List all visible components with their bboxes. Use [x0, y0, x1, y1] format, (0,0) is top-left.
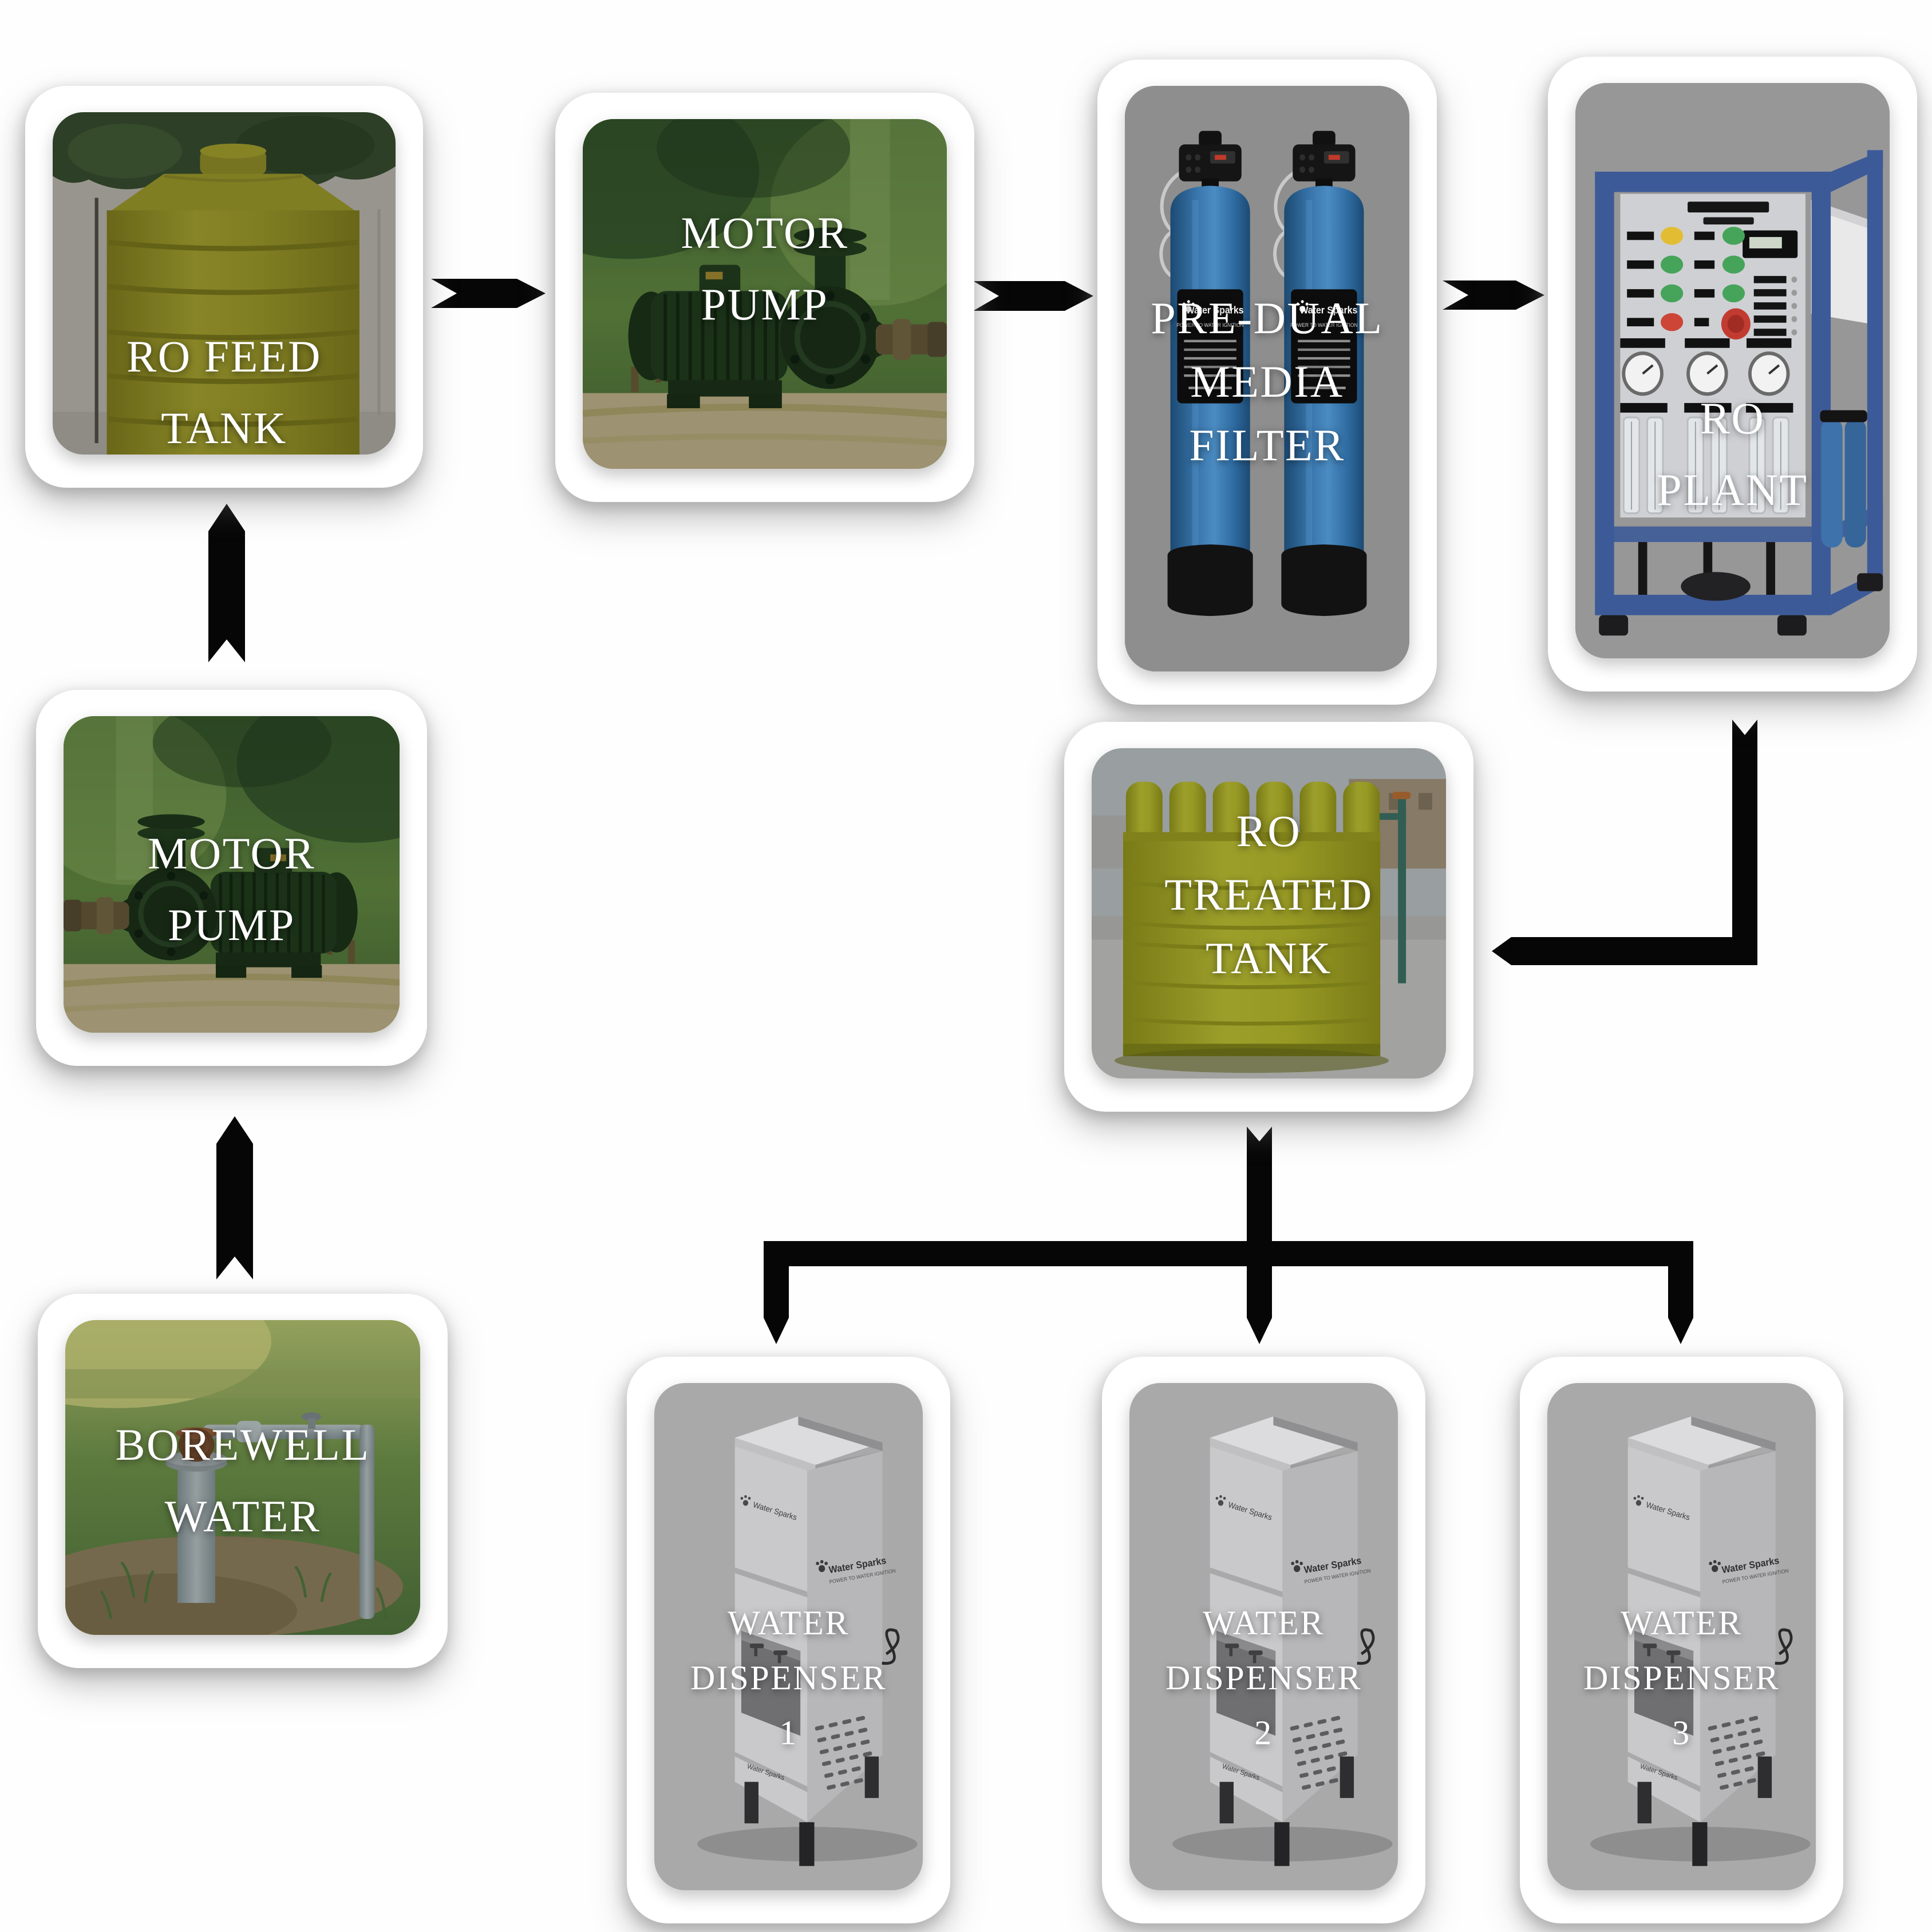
motor-pump-upper-photo: [583, 119, 947, 469]
borewell-water-photo: [65, 1320, 420, 1635]
node-ro-treated-tank: RO TREATED TANK: [1064, 722, 1473, 1112]
water-dispenser-2-photo: [1129, 1383, 1398, 1890]
water-dispenser-3-photo: [1547, 1383, 1816, 1890]
arrow-motor-pump-to-feed-tank-up: [208, 504, 245, 662]
node-water-dispenser-2: WATER DISPENSER 2: [1102, 1357, 1425, 1923]
node-borewell-water: BOREWELL WATER: [38, 1294, 448, 1668]
arrow-pre-dual-filter-to-ro-plant: [1443, 280, 1544, 310]
arrow-feed-tank-to-motor-pump: [431, 279, 546, 308]
arrow-split-to-dispenser-1: [764, 1266, 789, 1344]
node-motor-pump-lower: MOTOR PUMP: [36, 690, 427, 1066]
ro-plant-photo: [1575, 83, 1890, 658]
node-motor-pump-upper: MOTOR PUMP: [555, 93, 974, 502]
motor-pump-lower-photo: [64, 716, 400, 1033]
arrow-ro-plant-to-treated-tank-elbow: [1492, 720, 1757, 965]
ro-feed-tank-photo: [53, 112, 396, 455]
node-pre-dual-media-filter: PRE-DUAL MEDIA FILTER: [1097, 60, 1437, 705]
node-water-dispenser-3: WATER DISPENSER 3: [1520, 1357, 1843, 1923]
arrow-split-bar: [764, 1241, 1693, 1266]
arrow-split-to-dispenser-3: [1668, 1266, 1693, 1344]
node-ro-plant: RO PLANT: [1548, 57, 1917, 692]
node-water-dispenser-1: WATER DISPENSER 1: [627, 1357, 950, 1923]
ro-treated-tank-photo: [1092, 748, 1446, 1078]
arrow-motor-pump-to-pre-dual-filter: [973, 281, 1093, 311]
water-dispenser-1-photo: [654, 1383, 923, 1890]
arrow-treated-tank-down-center: [1247, 1127, 1272, 1344]
arrow-borewell-to-motor-pump-up: [216, 1116, 253, 1279]
pre-dual-media-filter-photo: [1125, 86, 1409, 671]
node-ro-feed-tank: RO FEED TANK: [25, 86, 423, 488]
